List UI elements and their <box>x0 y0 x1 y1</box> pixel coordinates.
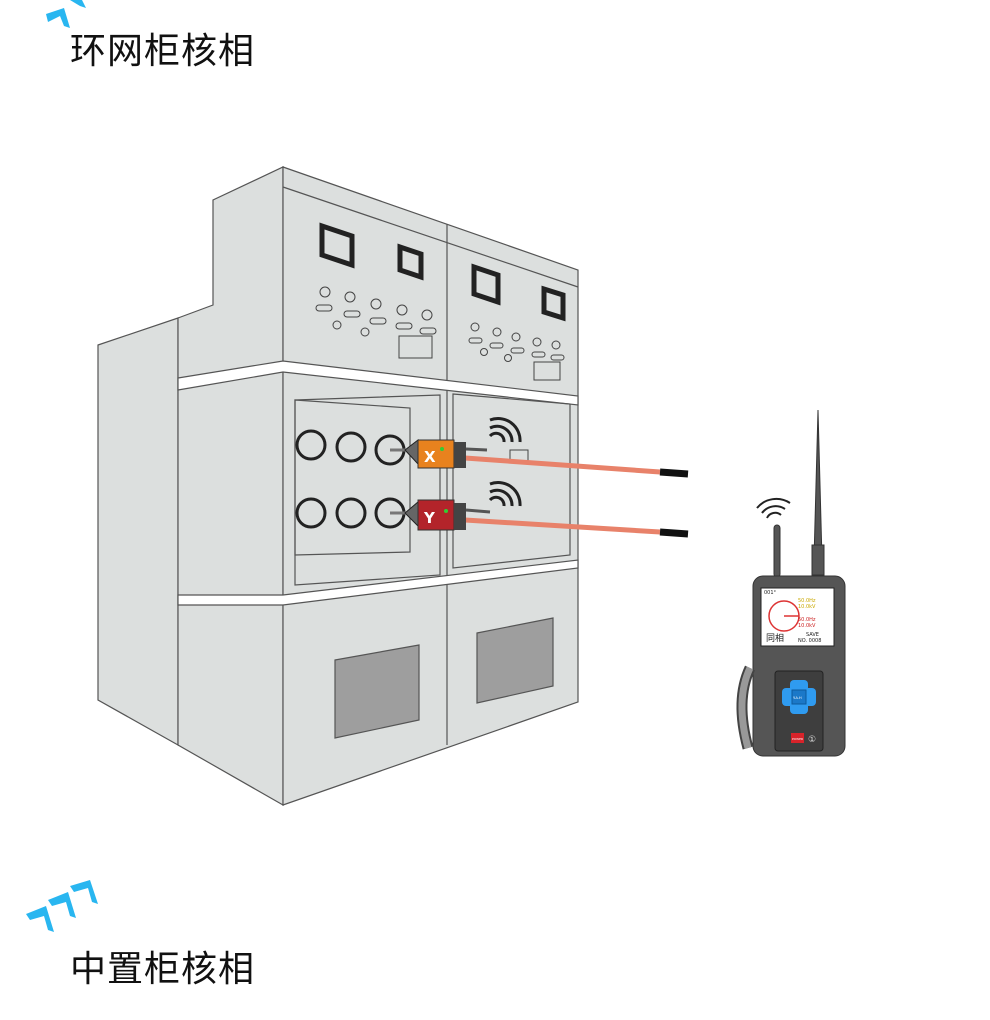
meter-icon <box>397 243 424 281</box>
section-title: 环网柜核相 <box>70 31 256 72</box>
switchgear-cabinet <box>97 166 579 807</box>
bottom-window-right <box>476 617 554 704</box>
cabinet-left-side <box>97 317 179 747</box>
power-icon: ① <box>808 735 816 745</box>
svg-text:Y.A.H: Y.A.H <box>793 696 802 700</box>
cable-x-grip <box>659 468 689 478</box>
svg-text:SAVE: SAVE <box>806 632 819 638</box>
section-title: 中置柜核相 <box>70 949 256 990</box>
hot-stick-cables <box>464 455 689 538</box>
section-header-mid-cabinet: 中置柜核相 <box>0 880 400 990</box>
probe-x: X <box>390 438 488 469</box>
cabinet-band-upper <box>177 360 579 406</box>
device-screen <box>760 587 835 647</box>
svg-text:POWER: POWER <box>792 737 803 741</box>
cable-y <box>464 517 661 535</box>
bushing-row <box>295 429 406 529</box>
cabinet-front <box>282 166 579 806</box>
cabinet-band-lower <box>177 559 579 606</box>
svg-text:NO. 0008: NO. 0008 <box>798 638 821 644</box>
meter-icon <box>471 263 501 306</box>
svg-text:50.0Hz: 50.0Hz <box>798 598 816 604</box>
cabinet-side-panel <box>177 166 284 807</box>
panel-meters <box>319 222 566 322</box>
meter-icon <box>541 285 566 322</box>
svg-text:同相: 同相 <box>766 632 784 644</box>
probe-y: Y <box>390 499 491 531</box>
bottom-window-left <box>334 644 420 739</box>
svg-text:10.0kV: 10.0kV <box>798 604 816 610</box>
device-screen-content: 001° 50.0Hz 10.0kV 50.0Hz 10.0kV 同相 SAVE… <box>764 590 821 644</box>
device-wireless-icon <box>756 497 791 519</box>
meter-icon <box>319 222 355 269</box>
chevron-decoration-icon <box>26 880 98 932</box>
cable-x <box>464 455 661 475</box>
cable-y-grip <box>659 528 689 538</box>
antenna-short <box>773 524 781 578</box>
probe-y-label: Y <box>423 509 436 527</box>
navigation-pad[interactable]: Y.A.H <box>782 680 816 714</box>
panel-indicators <box>315 286 565 381</box>
svg-text:50.0Hz: 50.0Hz <box>798 617 816 623</box>
svg-text:001°: 001° <box>764 590 777 596</box>
section-header-ring-main-unit: 环网柜核相 <box>0 0 400 110</box>
antenna-long <box>813 409 823 561</box>
wireless-icon <box>488 416 522 507</box>
svg-text:10.0kV: 10.0kV <box>798 623 816 629</box>
cabinet-top-edge <box>282 186 579 288</box>
compartment-left-inner <box>294 399 411 556</box>
chevron-decoration-icon <box>46 0 86 28</box>
power-button[interactable] <box>791 733 804 743</box>
probe-x-label: X <box>424 448 436 466</box>
phase-checker-device: 001° 50.0Hz 10.0kV 50.0Hz 10.0kV 同相 SAVE… <box>736 409 846 757</box>
